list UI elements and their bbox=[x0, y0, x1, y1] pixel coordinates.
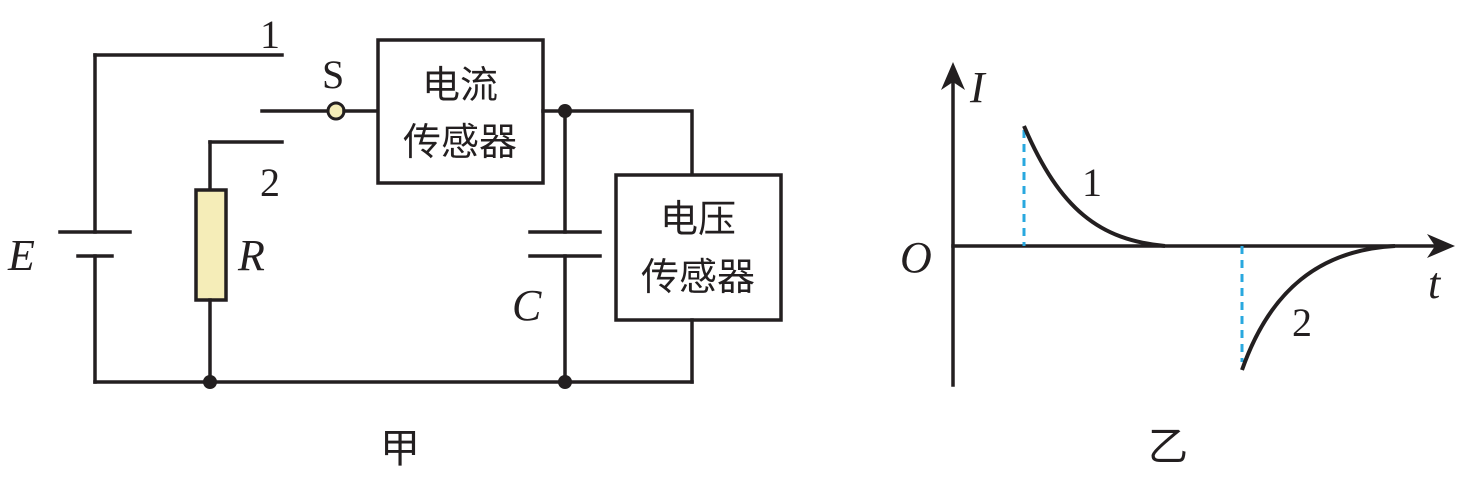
curve-1 bbox=[1022, 125, 1166, 248]
voltage-sensor-box bbox=[614, 173, 783, 322]
current-time-graph: I t O 1 2 乙 bbox=[900, 62, 1455, 470]
current-sensor-label-line1: 电流 bbox=[422, 63, 498, 107]
voltage-sensor-label-line1: 电压 bbox=[660, 197, 736, 241]
x-axis-arrow bbox=[1427, 234, 1455, 258]
circuit-caption: 甲 bbox=[380, 426, 420, 472]
curve-2 bbox=[1240, 244, 1396, 371]
junction-bottom-right bbox=[558, 375, 572, 389]
capacitor-label: C bbox=[512, 281, 542, 330]
junction-bottom-left bbox=[203, 375, 217, 389]
switch-label: S bbox=[322, 52, 344, 97]
capacitor-symbol bbox=[528, 230, 602, 258]
switch-pivot bbox=[326, 101, 346, 121]
curve1-label: 1 bbox=[1082, 160, 1102, 205]
switch-pos1-label: 1 bbox=[260, 12, 280, 57]
y-axis-label: I bbox=[969, 63, 987, 112]
wire-top-right bbox=[541, 109, 694, 177]
switch-pos2-label: 2 bbox=[260, 160, 280, 205]
curve2-label: 2 bbox=[1292, 300, 1312, 345]
graph-caption: 乙 bbox=[1148, 424, 1188, 470]
current-sensor-label-line2: 传感器 bbox=[403, 120, 517, 164]
y-axis-arrow bbox=[941, 62, 965, 90]
x-axis-label: t bbox=[1428, 259, 1442, 308]
circuit-diagram: E R 1 2 S 电流 传感器 C 电压 传感器 bbox=[7, 12, 783, 472]
origin-label: O bbox=[900, 233, 932, 282]
voltage-sensor-label-line2: 传感器 bbox=[641, 255, 755, 299]
resistor-label: R bbox=[237, 231, 265, 280]
resistor-symbol bbox=[194, 188, 228, 302]
battery-symbol bbox=[58, 230, 132, 258]
battery-label: E bbox=[7, 231, 35, 280]
